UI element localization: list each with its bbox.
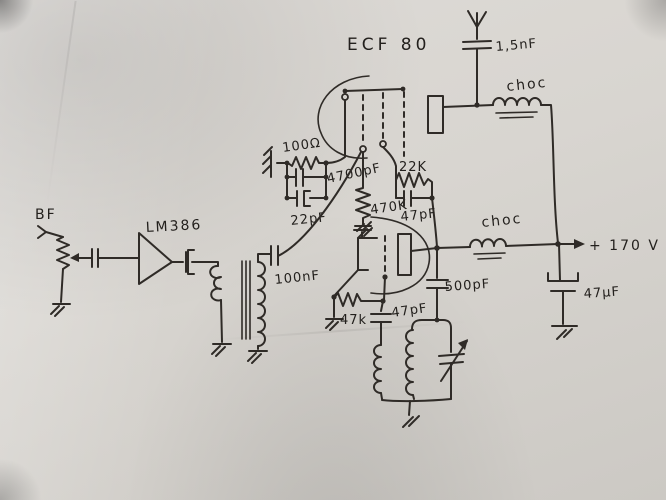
label-screen-resistor: 22K bbox=[399, 160, 427, 175]
page-title: ECF 80 bbox=[347, 35, 430, 55]
label-cathode-cap2: 22pF bbox=[290, 210, 328, 229]
label-plate-coupling-cap: 500pF bbox=[444, 277, 490, 295]
tank-circuit bbox=[374, 317, 468, 427]
label-triode-grid-cap: 47pF bbox=[390, 301, 428, 321]
label-supply-bypass-cap: 47µF bbox=[583, 284, 620, 301]
label-choke-mid: choc bbox=[481, 211, 523, 231]
label-grid-resistor: 470K bbox=[369, 198, 408, 218]
transformer-symbol bbox=[210, 254, 271, 363]
screen-network-symbol bbox=[383, 147, 437, 247]
choke-mid-symbol bbox=[437, 239, 558, 259]
coupling-capacitor-symbol bbox=[271, 152, 361, 265]
supply-arrow-icon bbox=[558, 239, 585, 249]
input-capacitor-symbol bbox=[92, 249, 139, 267]
triode-plate-box bbox=[398, 234, 411, 275]
triode-grid-cap-symbol bbox=[371, 301, 391, 345]
volume-pot-symbol bbox=[51, 237, 92, 316]
ground-icon bbox=[552, 326, 577, 339]
label-antenna-cap: 1,5nF bbox=[495, 36, 538, 55]
audio-input-jack-symbol bbox=[38, 226, 63, 238]
triode-elements bbox=[334, 222, 440, 300]
label-audio-input: BF bbox=[35, 207, 57, 223]
triode-grid-resistor-symbol bbox=[326, 293, 386, 330]
triode-envelope bbox=[371, 217, 429, 294]
antenna-icon bbox=[468, 11, 486, 39]
opamp-triangle bbox=[139, 233, 172, 284]
pentode-plate-box bbox=[428, 96, 443, 133]
label-supply-rail: + 170 V bbox=[589, 238, 660, 254]
ground-icon bbox=[263, 147, 272, 177]
cathode-cap-network bbox=[284, 160, 329, 206]
output-capacitor-symbol bbox=[172, 250, 218, 274]
wire bbox=[541, 105, 558, 243]
pentode-elements bbox=[326, 86, 443, 163]
supply-bypass-capacitor-symbol bbox=[548, 244, 578, 324]
label-coupling-cap: 100nF bbox=[274, 268, 321, 288]
wire bbox=[443, 105, 493, 107]
label-cathode-resistor: 100Ω bbox=[281, 136, 321, 156]
label-choke-top: choc bbox=[506, 75, 548, 95]
choke-top-symbol bbox=[493, 98, 541, 118]
antenna-capacitor-symbol bbox=[463, 41, 491, 105]
label-audio-amp: LM386 bbox=[145, 217, 202, 236]
label-screen-bypass-cap: 47pF bbox=[400, 206, 438, 225]
label-triode-grid-resistor: 47k bbox=[340, 313, 367, 328]
plate-coupling-cap-symbol bbox=[427, 248, 448, 320]
